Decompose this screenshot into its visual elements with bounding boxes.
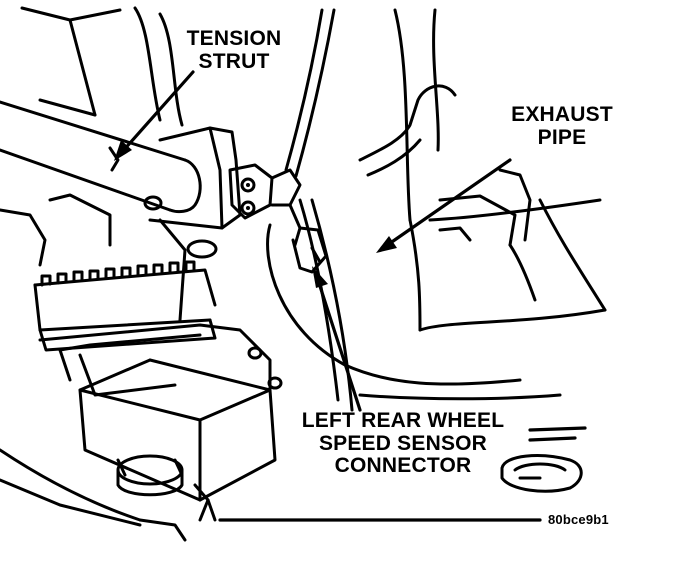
leader-lines: [120, 70, 587, 522]
sensor-connector-line-2: SPEED SENSOR: [318, 431, 488, 455]
exhaust-pipe: [358, 8, 607, 332]
upper-arm: [20, 6, 184, 127]
tension-strut-line-1: TENSION: [186, 27, 282, 50]
tension-strut-line-2: STRUT: [198, 49, 270, 73]
pump-housing: [38, 323, 283, 522]
exhaust-pipe-line-2: PIPE: [537, 125, 587, 149]
sensor-connector-line-3: CONNECTOR: [334, 454, 472, 478]
sensor-connector-label: LEFT REAR WHEEL SPEED SENSOR CONNECTOR: [276, 409, 530, 478]
tension-strut: [0, 100, 242, 230]
retaining-clip: [500, 454, 583, 493]
bracket-curve: [266, 223, 522, 386]
sensor-cluster: [228, 163, 328, 274]
figure-code: 80bce9b1: [548, 512, 609, 527]
exhaust-pipe-label: EXHAUST PIPE: [488, 103, 636, 149]
exhaust-pipe-line-1: EXHAUST: [511, 103, 613, 126]
lower-left-structure: [0, 193, 218, 542]
tension-strut-label: TENSION STRUT: [178, 27, 290, 73]
sensor-connector-line-1: LEFT REAR WHEEL: [301, 409, 505, 432]
arrowheads: [114, 140, 397, 288]
